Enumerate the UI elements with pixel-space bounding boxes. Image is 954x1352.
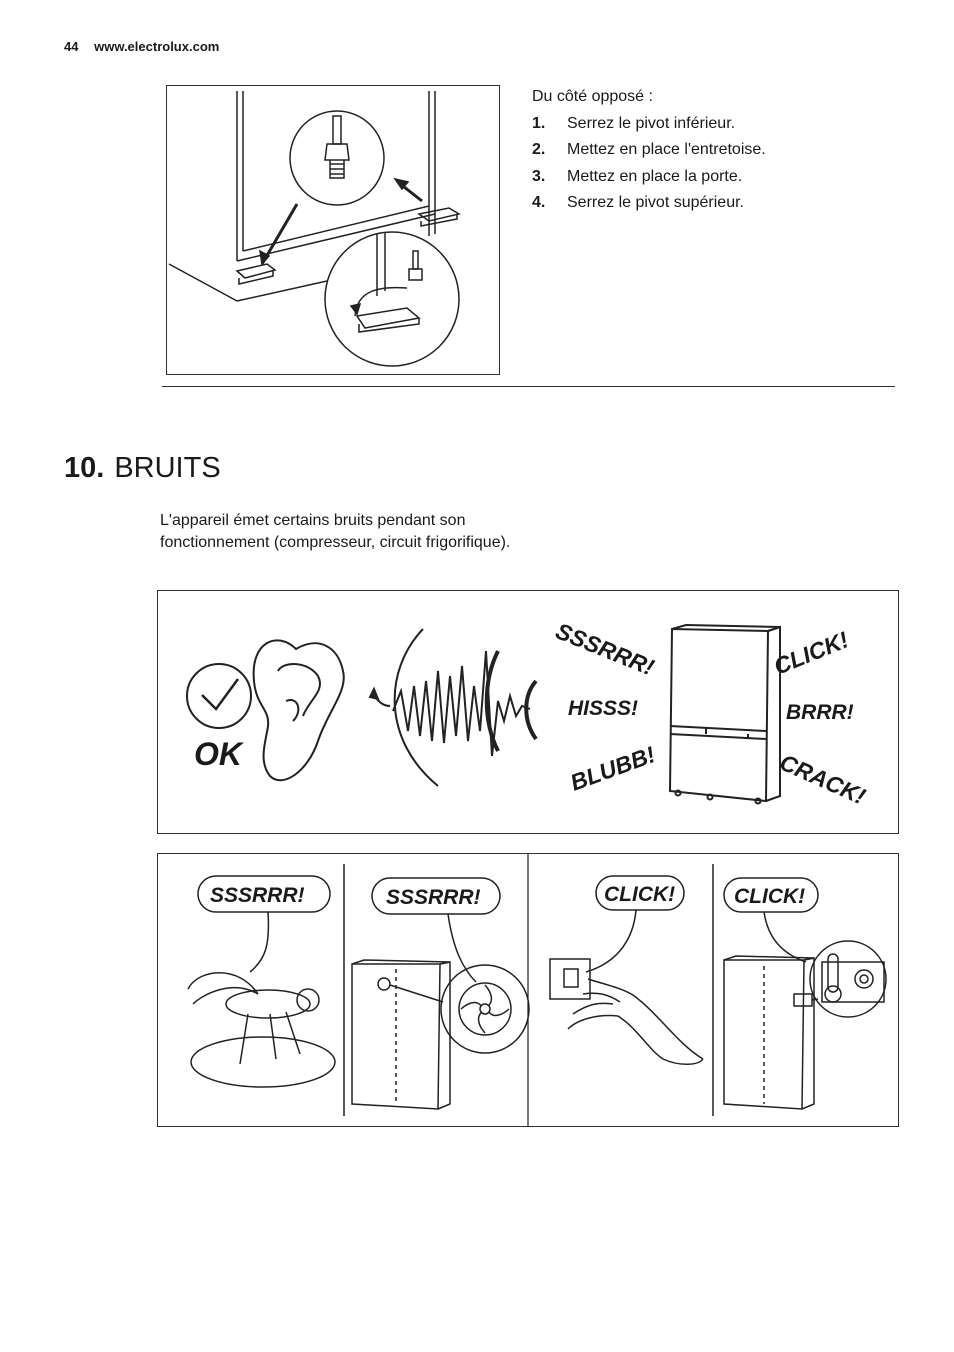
check-icon bbox=[186, 663, 252, 729]
section-number: 10. bbox=[64, 452, 105, 484]
step-number: 1. bbox=[532, 114, 546, 132]
bubble-text-click: CLICK! bbox=[604, 883, 675, 906]
fan-icon bbox=[440, 964, 530, 1054]
steps-intro: Du côté opposé : bbox=[532, 88, 653, 105]
ok-label: OK bbox=[194, 736, 245, 772]
switch-icon bbox=[549, 958, 591, 1000]
step-number: 4. bbox=[532, 194, 546, 211]
fly-shadow bbox=[190, 1036, 336, 1088]
hinge-illustration bbox=[166, 85, 500, 375]
step-item: 3. Mettez en place la porte. bbox=[532, 164, 912, 191]
noise-examples-panel: SSSRRR! SSSRRR! CLICK! CLICK! bbox=[157, 853, 899, 1127]
speech-bubble bbox=[595, 875, 685, 911]
fridge-icon bbox=[668, 627, 770, 803]
hand-icon bbox=[587, 978, 704, 1060]
step-text: Serrez le pivot inférieur. bbox=[567, 114, 736, 132]
thermostat-icon bbox=[809, 940, 887, 1018]
step-item: 2. Mettez en place l'entretoise. bbox=[532, 137, 912, 164]
noise-overview-panel: OK SSSRRR! HISSS! BLUBB! CLICK! BRRR! CR… bbox=[157, 590, 899, 834]
bubble-text-sssrrr: SSSRRR! bbox=[386, 886, 481, 909]
page-header: 44 www.electrolux.com bbox=[64, 39, 219, 54]
instruction-steps: Du côté opposé : 1. Serrez le pivot infér… bbox=[532, 84, 912, 217]
noise-examples-drawing: SSSRRR! SSSRRR! CLICK! CLICK! bbox=[187, 854, 887, 1126]
sound-blubb: BLUBB! bbox=[567, 741, 659, 796]
step-number: 3. bbox=[532, 167, 546, 185]
noise-overview-drawing: OK SSSRRR! HISSS! BLUBB! CLICK! BRRR! CR… bbox=[186, 618, 870, 810]
speech-bubble bbox=[371, 877, 501, 915]
step-text: Mettez en place la porte. bbox=[567, 167, 743, 185]
step-item: 4. Serrez le pivot supérieur. bbox=[532, 190, 912, 217]
bubble-text-sssrrr: SSSRRR! bbox=[210, 884, 305, 907]
page-number: 44 bbox=[64, 39, 79, 54]
section-intro: L'appareil émet certains bruits pendant … bbox=[160, 512, 511, 551]
speech-bubble bbox=[723, 877, 819, 913]
sound-sssrrr: SSSRRR! bbox=[552, 618, 658, 681]
sound-click: CLICK! bbox=[770, 626, 852, 679]
fly-icon bbox=[225, 989, 311, 1019]
step-item: 1. Serrez le pivot inférieur. bbox=[532, 111, 912, 138]
sound-crack: CRACK! bbox=[776, 749, 870, 810]
section-title-text: BRUITS bbox=[114, 452, 221, 484]
sound-hisss: HISSS! bbox=[568, 697, 638, 720]
site-url: www.electrolux.com bbox=[94, 39, 220, 54]
ear-icon bbox=[252, 639, 345, 782]
step-text: Mettez en place l'entretoise. bbox=[567, 141, 766, 158]
step-number: 2. bbox=[532, 141, 546, 158]
steps-list: 1. Serrez le pivot inférieur. 2. Mettez en… bbox=[532, 111, 912, 217]
section-divider bbox=[162, 386, 895, 387]
hinge-drawing bbox=[168, 91, 461, 367]
bubble-text-click: CLICK! bbox=[734, 885, 805, 908]
section-title: 10. BRUITS bbox=[64, 452, 221, 485]
speech-bubble bbox=[197, 875, 331, 913]
sound-brrr: BRRR! bbox=[786, 701, 854, 724]
step-text: Serrez le pivot supérieur. bbox=[567, 194, 744, 211]
